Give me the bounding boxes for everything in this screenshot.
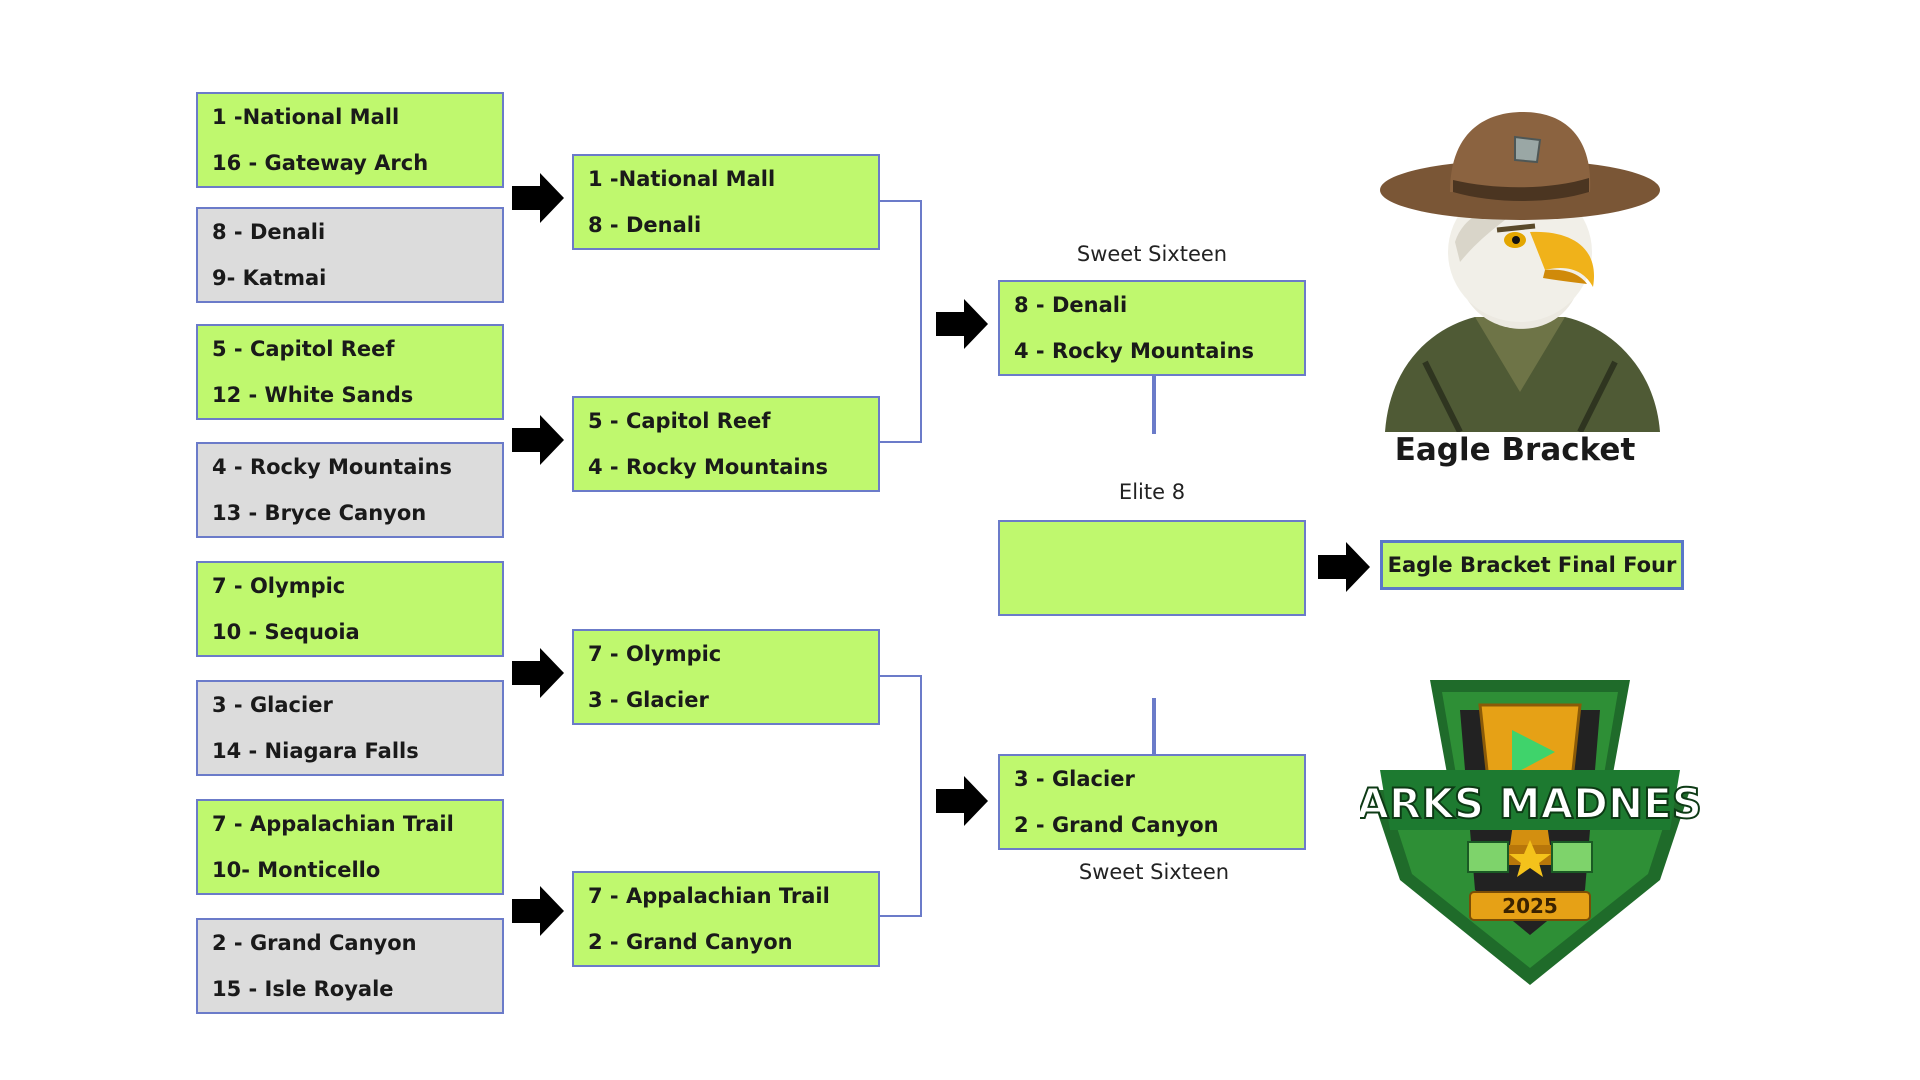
team-slot: 2 - Grand Canyon [198, 920, 502, 967]
team-slot: 4 - Rocky Mountains [198, 444, 502, 491]
team-slot: 3 - Glacier [1000, 756, 1304, 803]
final-four-box: Eagle Bracket Final Four [1380, 540, 1684, 590]
arrow-right-icon [512, 173, 564, 223]
r1-matchup-6: 3 - Glacier 14 - Niagara Falls [196, 680, 504, 776]
team-slot: 8 - Denali [198, 209, 502, 256]
team-slot: 16 - Gateway Arch [198, 139, 502, 186]
team-slot: 10 - Sequoia [198, 608, 502, 655]
connector-line [880, 441, 922, 443]
r1-matchup-3: 5 - Capitol Reef 12 - White Sands [196, 324, 504, 420]
team-slot: 3 - Glacier [198, 682, 502, 729]
r1-matchup-1: 1 -National Mall 16 - Gateway Arch [196, 92, 504, 188]
team-slot: 5 - Capitol Reef [574, 398, 878, 445]
eagle-bracket-title: Eagle Bracket [1394, 432, 1636, 468]
team-slot: 14 - Niagara Falls [198, 727, 502, 774]
team-slot: 1 -National Mall [574, 156, 878, 203]
team-slot: 8 - Denali [574, 201, 878, 248]
team-slot: 15 - Isle Royale [198, 965, 502, 1012]
connector-line [1152, 376, 1156, 434]
team-slot: 7 - Olympic [198, 563, 502, 610]
team-slot: 4 - Rocky Mountains [1000, 327, 1304, 374]
sweet-sixteen-upper: 8 - Denali 4 - Rocky Mountains [998, 280, 1306, 376]
team-slot: 8 - Denali [1000, 282, 1304, 329]
r1-matchup-2: 8 - Denali 9- Katmai [196, 207, 504, 303]
team-slot: 5 - Capitol Reef [198, 326, 502, 373]
connector-line [920, 200, 922, 443]
team-slot: 7 - Appalachian Trail [574, 873, 878, 920]
arrow-right-icon [936, 299, 988, 349]
team-slot: 12 - White Sands [198, 371, 502, 418]
r2-matchup-2: 5 - Capitol Reef 4 - Rocky Mountains [572, 396, 880, 492]
connector-line [920, 675, 922, 917]
r2-matchup-1: 1 -National Mall 8 - Denali [572, 154, 880, 250]
r2-matchup-3: 7 - Olympic 3 - Glacier [572, 629, 880, 725]
team-slot: 9- Katmai [198, 254, 502, 301]
team-slot: 13 - Bryce Canyon [198, 489, 502, 536]
arrow-right-icon [1318, 542, 1370, 592]
parks-madness-logo: PARKS MADNESS 2025 [1360, 680, 1700, 985]
arrow-right-icon [512, 415, 564, 465]
team-slot [1000, 522, 1304, 569]
connector-line [880, 675, 922, 677]
r1-matchup-5: 7 - Olympic 10 - Sequoia [196, 561, 504, 657]
team-slot: 7 - Olympic [574, 631, 878, 678]
r1-matchup-4: 4 - Rocky Mountains 13 - Bryce Canyon [196, 442, 504, 538]
team-slot: 3 - Glacier [574, 676, 878, 723]
arrow-right-icon [512, 886, 564, 936]
team-slot: 2 - Grand Canyon [1000, 801, 1304, 848]
elite8-label: Elite 8 [1118, 480, 1186, 504]
logo-year: 2025 [1502, 894, 1558, 918]
arrow-right-icon [512, 648, 564, 698]
team-slot: 1 -National Mall [198, 94, 502, 141]
team-slot: 2 - Grand Canyon [574, 918, 878, 965]
connector-line [1152, 698, 1156, 754]
connector-line [880, 200, 922, 202]
sweet-sixteen-label: Sweet Sixteen [1076, 242, 1228, 266]
r1-matchup-7: 7 - Appalachian Trail 10- Monticello [196, 799, 504, 895]
r2-matchup-4: 7 - Appalachian Trail 2 - Grand Canyon [572, 871, 880, 967]
team-slot: 10- Monticello [198, 846, 502, 893]
sweet-sixteen-lower: 3 - Glacier 2 - Grand Canyon [998, 754, 1306, 850]
elite8-matchup [998, 520, 1306, 616]
logo-title: PARKS MADNESS [1360, 779, 1700, 828]
r1-matchup-8: 2 - Grand Canyon 15 - Isle Royale [196, 918, 504, 1014]
team-slot [1000, 567, 1304, 614]
arrow-right-icon [936, 776, 988, 826]
connector-line [880, 915, 922, 917]
team-slot: 7 - Appalachian Trail [198, 801, 502, 848]
eagle-mascot-icon [1380, 112, 1660, 432]
sweet-sixteen-label: Sweet Sixteen [1078, 860, 1230, 884]
team-slot: 4 - Rocky Mountains [574, 443, 878, 490]
